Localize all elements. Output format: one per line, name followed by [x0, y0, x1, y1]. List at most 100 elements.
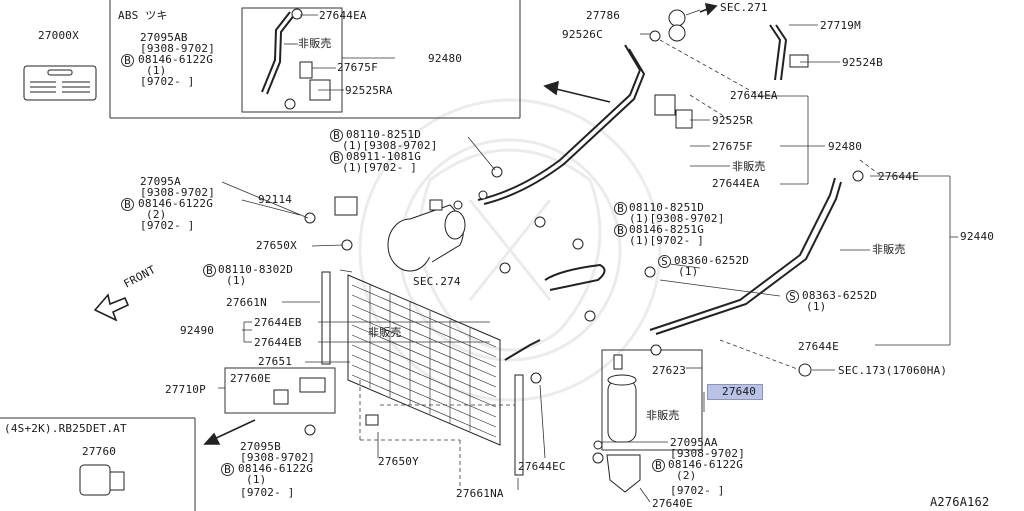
screw-08363-6252D: 08363-6252D [802, 289, 878, 302]
part-27644EA-a: 27644EA [319, 9, 367, 22]
bolt-08110-8302D: 08110-8302D [218, 263, 294, 276]
bolt-marker: B [330, 129, 343, 142]
doc-id: A276A162 [930, 495, 990, 509]
bolt-marker: B [221, 463, 234, 476]
part-27095AA-range: [9308-9702] [670, 447, 746, 460]
pipes [261, 11, 842, 361]
bolt-marker: B [121, 54, 134, 67]
watermark-emblem [358, 98, 662, 402]
sec-271: SEC.271 [720, 1, 768, 14]
bolt-08911-1081G-range: (1)[9702- ] [342, 161, 418, 174]
part-27661NA: 27661NA [456, 487, 504, 500]
receiver-drier [606, 354, 641, 493]
part-92440: 92440 [960, 230, 995, 243]
part-27095AA-bolt: 08146-6122G [668, 458, 744, 471]
part-27095A-bolt: 08146-6122G [138, 197, 214, 210]
label-card [23, 65, 97, 101]
part-92480-a: 92480 [428, 52, 463, 65]
part-27650X: 27650X [256, 239, 297, 252]
part-27095AA-qty: (2) [676, 469, 697, 482]
hanbai-c: 非販売 [872, 243, 906, 256]
dashed-lines [359, 39, 881, 490]
bolt-marker: B [614, 202, 627, 215]
part-27095B-qty: (1) [246, 473, 267, 486]
part-27640E: 27640E [652, 497, 693, 510]
part-92526C: 92526C [562, 28, 603, 41]
sec-274: SEC.274 [413, 275, 461, 288]
part-27675F-a: 27675F [337, 61, 378, 74]
condenser [321, 271, 524, 476]
part-27095AB-qty: (1) [146, 64, 167, 77]
abs-box-title: ABS ツキ [118, 9, 168, 22]
screw-08360-6252D: 08360-6252D [674, 254, 750, 267]
leader-lines [218, 9, 958, 503]
part-92525RA: 92525RA [345, 84, 393, 97]
hanbai-a: 非販売 [298, 37, 332, 50]
part-27650Y: 27650Y [378, 455, 419, 468]
frames [0, 0, 703, 511]
part-27095AA: 27095AA [670, 436, 718, 449]
bolt-marker: B [614, 224, 627, 237]
bolt-08110-8251D-b: 08110-8251D [629, 201, 705, 214]
part-27095B-range: [9308-9702] [240, 451, 316, 464]
part-27760E: 27760E [230, 372, 271, 385]
part-27651: 27651 [258, 355, 293, 368]
part-27623: 27623 [652, 364, 687, 377]
rb25-box-title: (4S+2K).RB25DET.AT [4, 422, 127, 435]
hanbai-e: 非販売 [646, 409, 680, 422]
part-27095AA-range2: [9702- ] [670, 484, 725, 497]
part-27095A-qty: (2) [146, 208, 167, 221]
part-27644E-b: 27644E [798, 340, 839, 353]
part-27644EB-a: 27644EB [254, 316, 302, 329]
screw-08363-6252D-qty: (1) [806, 300, 827, 313]
part-27719M: 27719M [820, 19, 861, 32]
part-27644EB-b: 27644EB [254, 336, 302, 349]
screw-08360-6252D-qty: (1) [678, 265, 699, 278]
bolt-08110-8251D-b-range: (1)[9308-9702] [629, 212, 725, 225]
part-27095AB-range: [9308-9702] [140, 42, 216, 55]
part-27760: 27760 [82, 445, 117, 458]
part-27710P: 27710P [165, 383, 206, 396]
part-27644EC: 27644EC [518, 460, 566, 473]
part-27644EA-b: 27644EA [730, 89, 778, 102]
part-27000X: 27000X [38, 29, 79, 42]
part-27095A-range: [9308-9702] [140, 186, 216, 199]
part-92114: 92114 [258, 193, 293, 206]
arrows [93, 2, 718, 445]
hanbai-d: 非販売 [368, 326, 402, 339]
bolts [284, 98, 656, 464]
part-92490: 92490 [180, 324, 215, 337]
sec-173: SEC.173(17060HA) [838, 364, 948, 377]
part-27095A: 27095A [140, 175, 181, 188]
part-27095B-bolt: 08146-6122G [238, 462, 314, 475]
bolt-08110-8251D-a-range: (1)[9308-9702] [342, 139, 438, 152]
bolt-08110-8302D-qty: (1) [226, 274, 247, 287]
part-92480-b: 92480 [828, 140, 863, 153]
bolt-08146-8251G-range: (1)[9702- ] [629, 234, 705, 247]
fittings [79, 8, 864, 496]
bolt-marker: B [330, 151, 343, 164]
part-27095AB: 27095AB [140, 31, 188, 44]
bolt-08146-8251G: 08146-8251G [629, 223, 705, 236]
part-92525R: 92525R [712, 114, 753, 127]
bolt-08110-8251D-a: 08110-8251D [346, 128, 422, 141]
part-27661N: 27661N [226, 296, 267, 309]
part-27095B: 27095B [240, 440, 281, 453]
part-27644E-a: 27644E [878, 170, 919, 183]
part-27095B-range2: [9702- ] [240, 486, 295, 499]
screw-marker: S [786, 290, 799, 303]
part-92524B: 92524B [842, 56, 883, 69]
screw-marker: S [658, 255, 671, 268]
part-27095AB-bolt: 08146-6122G [138, 53, 214, 66]
part-27095AB-range2: [9702- ] [140, 75, 195, 88]
bolt-marker: B [121, 198, 134, 211]
part-27095A-range2: [9702- ] [140, 219, 195, 232]
part-27786: 27786 [586, 9, 621, 22]
bolt-08911-1081G: 08911-1081G [346, 150, 422, 163]
part-27644EA-c: 27644EA [712, 177, 760, 190]
part-27640-highlight[interactable]: 27640 [707, 384, 764, 400]
compressor [387, 199, 466, 272]
bolt-marker: B [203, 264, 216, 277]
part-27675F-b: 27675F [712, 140, 753, 153]
